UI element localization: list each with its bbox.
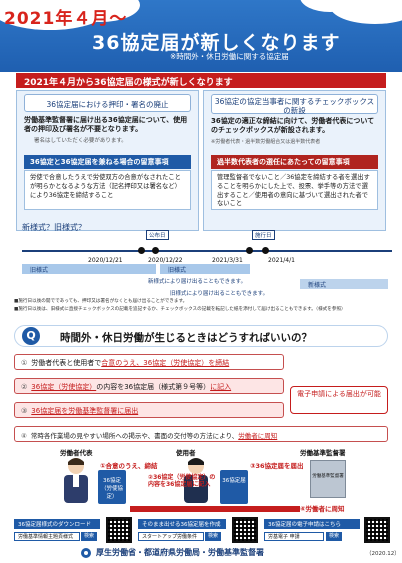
step-1-text-a: 労働者代表と使用者で bbox=[31, 359, 102, 367]
right-panel-note: ※労働者代表・過半数労働組合又は過半数代表者 bbox=[211, 139, 321, 145]
right-panel-body: 36協定の適正な締結に向けて、労働者代表についてのチェックボックスが新設されます… bbox=[211, 117, 375, 135]
question-icon: Q bbox=[22, 327, 40, 345]
worker-rep-label: 労働者代表 bbox=[60, 449, 93, 457]
footer-search-3[interactable]: 労基電子 申請 bbox=[264, 532, 324, 541]
step-4-text-b: 労働者に周知 bbox=[238, 432, 278, 440]
ministry-logo-icon bbox=[81, 548, 91, 558]
labor-office-building-icon: 労働基準監督署 bbox=[310, 460, 346, 498]
timeline-date-1: 2020/12/21 bbox=[88, 257, 123, 264]
office-label: 労働基準監督署 bbox=[300, 449, 346, 457]
footer-search-1[interactable]: 労働基準情報主題頁様式 bbox=[14, 532, 80, 541]
header-banner: 2021年４月〜 36協定届が新しくなります ※時間外・休日労働に関する協定届 bbox=[0, 0, 402, 72]
step-2-text-b: の内容を36協定届（様式第９号等） bbox=[96, 383, 211, 391]
notify-arrow bbox=[130, 506, 300, 512]
timeline-title: 新様式？旧様式？ bbox=[22, 223, 86, 232]
step-2-text-a: 36協定（労使協定） bbox=[31, 383, 97, 391]
footer-search-button-1[interactable]: 検索 bbox=[81, 532, 98, 541]
old-format-arrow: 旧様式 bbox=[22, 264, 156, 274]
page-title: 36協定届が新しくなります bbox=[92, 32, 341, 54]
footer-efiling-heading: 36協定届の電子申請はこちら bbox=[264, 519, 360, 529]
cloud-shape bbox=[300, 0, 360, 12]
worker-person-icon bbox=[64, 458, 88, 503]
left-panel-bar: 36協定と36協定届を兼ねる場合の留意事項 bbox=[24, 155, 191, 169]
left-panel-note: 署名はしていただく必要があります。 bbox=[34, 138, 127, 144]
step-2-text-c: に記入 bbox=[210, 383, 232, 391]
timeline-dot bbox=[246, 247, 253, 254]
question-bar bbox=[14, 325, 388, 347]
timeline-dot bbox=[262, 247, 269, 254]
labor-agreement-doc: 36協定（労使協定） bbox=[98, 470, 126, 504]
qr-code-icon bbox=[232, 517, 258, 543]
right-panel-bar: 過半数代表者の選任にあたっての留意事項 bbox=[211, 155, 378, 169]
step-1-number: ① bbox=[21, 359, 28, 367]
qr-code-icon bbox=[106, 517, 132, 543]
page-subtitle: ※時間外・休日労働に関する協定届 bbox=[170, 52, 289, 61]
timeline-tag-promulgation: 公布日 bbox=[146, 230, 169, 240]
e-filing-note: 電子申請による届出が可能 bbox=[290, 386, 388, 414]
new-format-arrow: 新様式 bbox=[300, 279, 388, 289]
step-4-caption: ④労働者に周知 bbox=[300, 505, 345, 513]
step-1-text-b: 合意のうえ、36協定（労使協定）を締結 bbox=[101, 359, 230, 367]
step-3-caption: ③36協定届を届出 bbox=[250, 462, 304, 470]
timeline-date-2: 2020/12/22 bbox=[148, 257, 183, 264]
old-format-arrow-2: 旧様式 bbox=[160, 264, 250, 274]
right-panel-list: 管理監督者でないこと／36協定を締結する者を選出することを明らかにした上で、投票… bbox=[211, 170, 378, 210]
employer-person-icon bbox=[184, 458, 208, 503]
right-panel-heading: 36協定の協定当事者に関するチェックボックスの新設 bbox=[211, 94, 378, 115]
edition-date: （2020.12） bbox=[366, 551, 400, 557]
footer-download-heading: 36協定届様式のダウンロード bbox=[14, 519, 100, 529]
step-3-text: 36協定届を労働基準監督署に届出 bbox=[31, 407, 139, 415]
timeline-dot bbox=[138, 247, 145, 254]
left-panel-heading: 36協定届における押印・署名の廃止 bbox=[24, 94, 191, 112]
footer-search-button-2[interactable]: 検索 bbox=[205, 532, 222, 541]
date-badge: 2021年４月〜 bbox=[4, 9, 128, 29]
step-4-number: ④ bbox=[21, 432, 27, 440]
step-2-number: ② bbox=[21, 383, 28, 391]
timeline-dot bbox=[152, 247, 159, 254]
footer-create-heading: そのまま出せる36協定届を作成 bbox=[138, 519, 226, 529]
employer-label: 使用者 bbox=[176, 449, 196, 457]
left-panel-list: 労使で合意したうえで労使双方の合意がなされたことが明らかとなるような方法（記名押… bbox=[24, 170, 191, 210]
timeline-mid-note: 新様式により届け出ることもできます。 bbox=[148, 279, 247, 285]
section-banner: 2021年４月から36協定届の様式が新しくなります bbox=[16, 73, 386, 88]
cloud-shape bbox=[60, 0, 140, 22]
fine-print-2: ■施行日以後は、旧様式に直接チェックボックスの記載を追記するか、チェックボックス… bbox=[14, 307, 346, 312]
footer-search-2[interactable]: スタートアップ労働条件 bbox=[138, 532, 204, 541]
qr-code-icon bbox=[364, 517, 390, 543]
timeline-date-3: 2021/3/31 bbox=[212, 257, 243, 264]
timeline-line bbox=[22, 250, 392, 252]
step-2-caption: ②36協定（労使協定）の内容を36協定届に記入 bbox=[148, 474, 216, 489]
building-sign: 労働基準監督署 bbox=[312, 474, 344, 479]
step-1-caption: ①合意のうえ、締結 bbox=[100, 462, 158, 470]
timeline-small-note: 旧様式により届け出ることもできます。 bbox=[170, 291, 269, 297]
ministry-name: 厚生労働省・都道府県労働局・労働基準監督署 bbox=[96, 548, 264, 557]
timeline-tag-enforce: 施行日 bbox=[252, 230, 275, 240]
left-panel-body: 労働基準監督署に届け出る36協定届について、使用者の押印及び署名が不要となります… bbox=[24, 116, 188, 134]
agreement-form-doc: 36協定届 bbox=[220, 470, 248, 504]
step-4-text-a: 常時各作業場の見やすい場所への掲示や、書面の交付等の方法により、 bbox=[30, 432, 239, 440]
timeline-date-4: 2021/4/1 bbox=[268, 257, 295, 264]
fine-print-1: ■施行日以後の開でであっても、押印又は署名がなくとも届け出ることができます。 bbox=[14, 299, 188, 304]
footer-search-button-3[interactable]: 検索 bbox=[326, 532, 343, 541]
step-3-number: ③ bbox=[21, 407, 28, 415]
question-text: 時間外・休日労働が生じるときはどうすればいいの？ bbox=[60, 332, 312, 344]
